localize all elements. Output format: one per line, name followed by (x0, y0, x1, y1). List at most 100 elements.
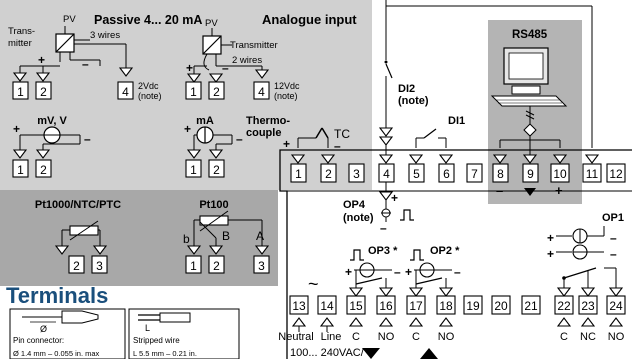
svg-text:L: L (145, 323, 150, 333)
svg-text:10: 10 (553, 167, 567, 181)
terminal-24 (606, 295, 626, 315)
arrow-up-icon (420, 348, 438, 359)
terminal-block-outline (279, 149, 632, 359)
svg-text:–: – (84, 132, 91, 146)
keyboard-icon (490, 95, 568, 107)
op4-note: (note) (343, 212, 374, 224)
pt100-label-A: A (256, 229, 264, 243)
svg-text:1: 1 (17, 163, 24, 177)
rs485-plus: + (555, 183, 563, 198)
svg-text:+: + (184, 122, 191, 136)
terminal-22-c: C (560, 331, 568, 343)
svg-text:+: + (547, 247, 554, 261)
svg-text:2: 2 (40, 163, 47, 177)
terminal-13 (289, 295, 309, 315)
svg-text:3: 3 (258, 259, 265, 273)
plus-2w: + (186, 61, 193, 75)
terminal-12 (606, 163, 626, 183)
terminal-11 (582, 163, 602, 183)
di2-note: (note) (398, 95, 429, 107)
t1-3wire: 1 (17, 85, 24, 99)
op3-label: OP3 * (368, 245, 398, 257)
di2-label: DI2 (398, 83, 415, 95)
di1-label: DI1 (448, 115, 465, 127)
minus-2w: – (222, 61, 229, 75)
terminal-6 (438, 163, 455, 183)
svg-text:–: – (454, 265, 461, 279)
svg-text:1: 1 (190, 259, 197, 273)
terminal-20 (491, 295, 511, 315)
pt100-label-B: B (222, 229, 230, 243)
supply-voltage-label: 100... 240VAC/ (290, 347, 365, 359)
svg-text:15: 15 (349, 299, 363, 313)
supply-2vdc-1: 2Vdc (138, 81, 159, 91)
terminal-16-no: NO (378, 331, 395, 343)
terminal-10 (550, 163, 570, 183)
terminal-row-bottom: 13 14 15 16 17 18 19 20 21 22 23 24 (289, 295, 626, 315)
svg-text:+: + (345, 265, 352, 279)
terminal-8 (492, 163, 509, 183)
pt100-label-b: b (183, 232, 190, 246)
supply-2vdc-2: (note) (138, 91, 162, 101)
terminal-16 (376, 295, 396, 315)
svg-text:12: 12 (609, 167, 623, 181)
svg-text:2: 2 (325, 167, 332, 181)
terminal-22 (554, 295, 574, 315)
svg-text:+: + (547, 231, 554, 245)
svg-text:20: 20 (494, 299, 508, 313)
svg-text:–: – (610, 231, 617, 245)
svg-text:2: 2 (213, 163, 220, 177)
thermocouple-label-2: couple (246, 127, 281, 139)
svg-text:3: 3 (96, 259, 103, 273)
terminal-2 (320, 163, 337, 183)
two-wires-label: 2 wires (232, 55, 262, 66)
svg-text:11: 11 (586, 167, 599, 181)
terminal-row-top: 1 2 3 4 5 6 7 8 9 10 11 12 (290, 163, 626, 183)
ma-label: mA (196, 115, 214, 127)
supply-12vdc-1: 12Vdc (274, 81, 300, 91)
pv-label-left: PV (63, 14, 76, 25)
t4-2wire: 4 (258, 85, 265, 99)
svg-text:–: – (236, 132, 243, 146)
svg-text:1: 1 (295, 167, 302, 181)
svg-text:–: – (380, 221, 387, 235)
arrow-down-icon (362, 348, 380, 359)
terminals-heading: Terminals (6, 283, 109, 308)
line-label: Line (321, 331, 342, 343)
stripped-wire-label: Stripped wire (133, 336, 180, 345)
t2-3wire: 2 (40, 85, 47, 99)
terminal-5 (408, 163, 425, 183)
terminal-18-no: NO (438, 331, 455, 343)
svg-text:1: 1 (190, 163, 197, 177)
tc-label: TC (334, 127, 350, 141)
terminal-14 (317, 295, 337, 315)
terminal-23-nc: NC (580, 331, 596, 343)
svg-text:–: – (394, 265, 401, 279)
svg-text:2: 2 (213, 259, 220, 273)
transmitter-left-label-1: Trans- (8, 26, 35, 37)
t2-2wire: 2 (213, 85, 220, 99)
minus-3w: – (82, 57, 89, 71)
svg-text:6: 6 (443, 167, 450, 181)
analogue-input-title: Analogue input (262, 12, 357, 27)
op1-label: OP1 (602, 212, 624, 224)
transmitter-right-label: Transmitter (230, 40, 278, 51)
svg-text:22: 22 (557, 299, 571, 313)
svg-text:16: 16 (379, 299, 393, 313)
svg-text:–: – (334, 139, 341, 153)
supply-12vdc-2: (note) (274, 91, 298, 101)
terminal-3 (348, 163, 365, 183)
terminal-23 (578, 295, 598, 315)
svg-text:17: 17 (409, 299, 423, 313)
terminal-18 (436, 295, 456, 315)
mv-v-label: mV, V (37, 115, 67, 127)
pt1000-title: Pt1000/NTC/PTC (35, 199, 121, 211)
terminal-21 (521, 295, 541, 315)
op4-label: OP4 (343, 199, 366, 211)
terminal-15 (346, 295, 366, 315)
pin-connector-label: Pin connector: (13, 336, 64, 345)
terminal-9 (522, 163, 539, 183)
svg-text:13: 13 (292, 299, 306, 313)
terminal-15-c: C (352, 331, 360, 343)
